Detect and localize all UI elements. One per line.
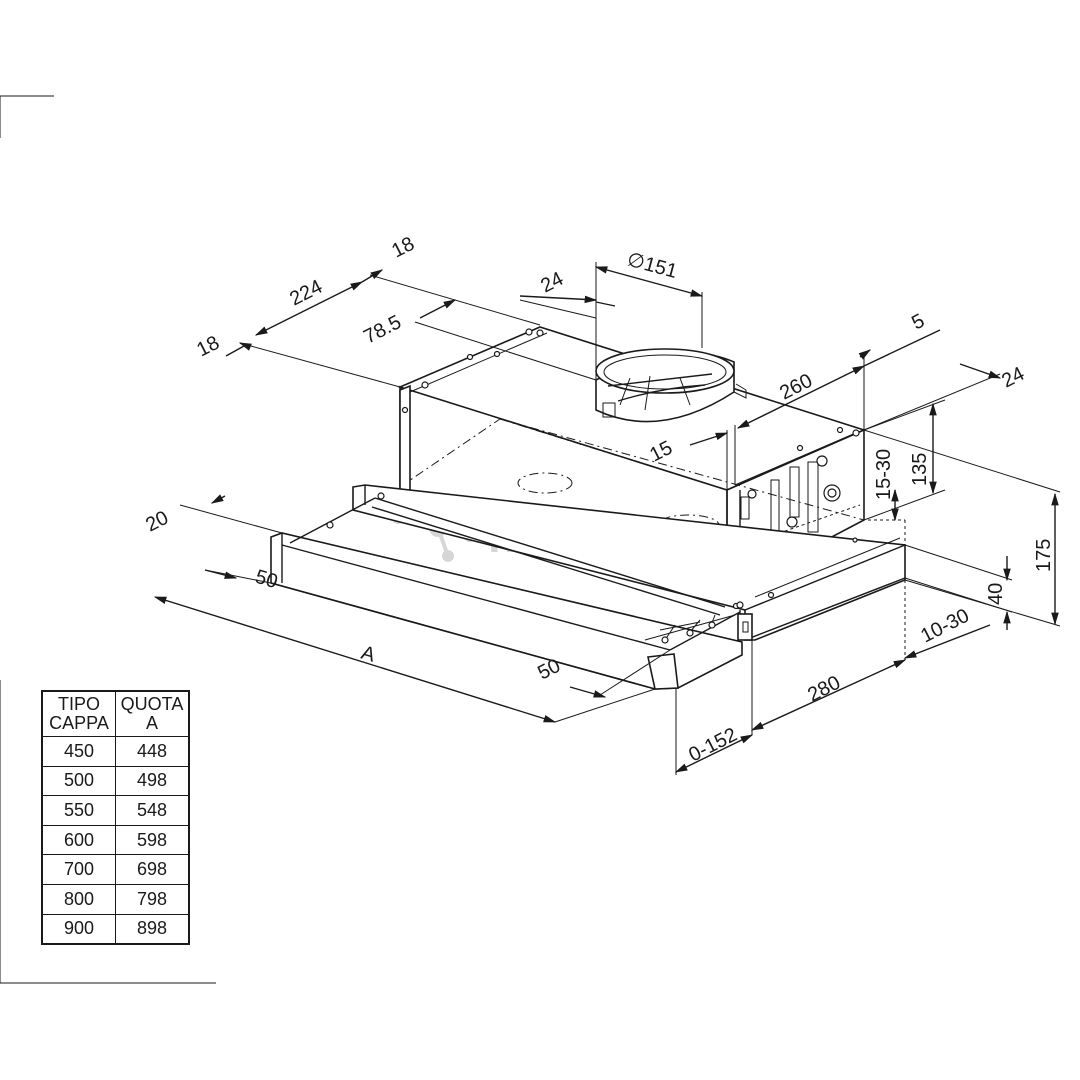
dim-18-top: 18 [388,233,418,263]
dim-224: 224 [286,276,326,311]
outlet-collar [595,348,747,423]
cell-tipo: 900 [41,913,116,945]
dim-0-152: 0-152 [685,724,741,767]
dim-175: 175 [1033,539,1055,572]
header-tipo-cappa: TIPO CAPPA [41,690,116,737]
dim-10-30: 10-30 [917,605,973,648]
dim-18-left: 18 [193,332,223,362]
dim-260: 260 [776,370,816,405]
cell-tipo: 500 [41,765,116,797]
cell-tipo: 700 [41,854,116,885]
cell-quota: 548 [115,795,190,826]
cell-quota: 498 [115,765,190,797]
header-label: TIPO [57,694,100,714]
cell-tipo: 450 [41,736,116,767]
hood-lower-body [352,472,906,641]
cell-tipo: 600 [41,824,116,856]
dim-40: 40 [985,583,1007,605]
left-side-flange [399,384,411,500]
dim-15-30: 15-30 [873,449,895,500]
cell-quota: 898 [115,913,190,945]
dim-24-top: 24 [537,268,567,298]
dimension-lines [153,262,1061,775]
cell-quota: 798 [115,883,190,915]
dim-20: 20 [142,507,172,537]
table-header-row: TIPO CAPPA QUOTA A [41,690,190,737]
cell-quota: 448 [115,736,190,767]
frame-lines [0,95,216,984]
dim-5: 5 [908,310,928,335]
cell-quota: 698 [115,854,190,885]
cell-quota: 598 [115,824,190,856]
header-label: QUOTA [120,694,184,714]
dim-24-right: 24 [998,363,1028,393]
dim-135: 135 [909,453,931,486]
dim-78-5: 78.5 [360,311,405,348]
header-label: A [145,713,158,733]
header-quota-a: QUOTA A [115,690,190,737]
header-label: CAPPA [49,713,109,733]
dim-A: A [359,642,379,667]
cell-tipo: 550 [41,795,116,826]
cell-tipo: 800 [41,883,116,915]
dim-280: 280 [804,672,844,707]
